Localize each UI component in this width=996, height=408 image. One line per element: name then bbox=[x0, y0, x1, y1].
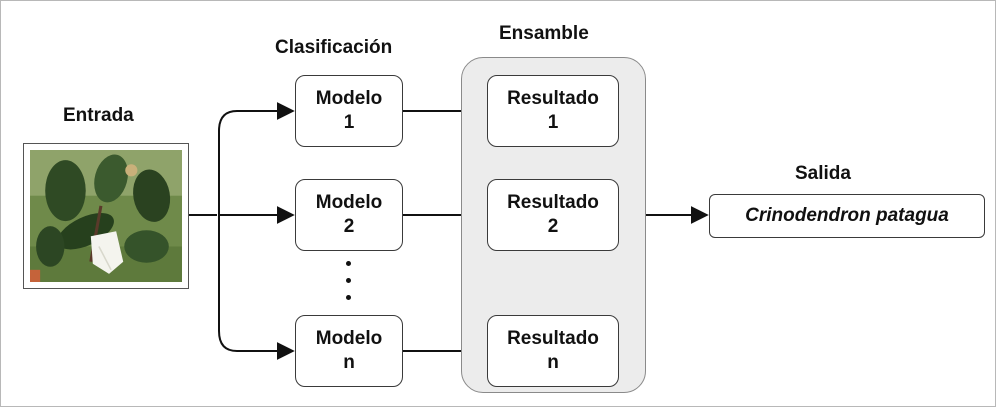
ensemble-heading: Ensamble bbox=[499, 23, 589, 44]
ellipsis-dot-3 bbox=[346, 295, 351, 300]
ellipsis-dot-1 bbox=[346, 261, 351, 266]
input-heading: Entrada bbox=[63, 105, 134, 126]
model-2-index: 2 bbox=[343, 216, 355, 237]
output-value: Crinodendron patagua bbox=[745, 205, 949, 226]
plant-photo-icon bbox=[30, 150, 182, 282]
model-2-title: Modelo bbox=[315, 192, 383, 214]
result-n-index: n bbox=[547, 352, 559, 373]
ellipsis-dot-2 bbox=[346, 278, 351, 283]
result-1-title: Resultado bbox=[507, 88, 599, 110]
model-n-index: n bbox=[343, 352, 355, 373]
result-1-index: 1 bbox=[547, 112, 559, 133]
split-brace bbox=[218, 110, 238, 352]
model-1-index: 1 bbox=[343, 112, 355, 133]
model-n-box: Modelo n bbox=[295, 315, 403, 387]
model-1-title: Modelo bbox=[315, 88, 383, 110]
classification-heading: Clasificación bbox=[275, 37, 393, 58]
output-box: Crinodendron patagua bbox=[709, 194, 985, 238]
output-heading: Salida bbox=[795, 163, 851, 184]
result-2-title: Resultado bbox=[507, 192, 599, 214]
model-1-box: Modelo 1 bbox=[295, 75, 403, 147]
result-1-box: Resultado 1 bbox=[487, 75, 619, 147]
input-image-frame bbox=[23, 143, 189, 289]
model-2-box: Modelo 2 bbox=[295, 179, 403, 251]
model-n-title: Modelo bbox=[315, 328, 383, 350]
result-n-box: Resultado n bbox=[487, 315, 619, 387]
result-2-box: Resultado 2 bbox=[487, 179, 619, 251]
result-n-title: Resultado bbox=[507, 328, 599, 350]
result-2-index: 2 bbox=[547, 216, 559, 237]
